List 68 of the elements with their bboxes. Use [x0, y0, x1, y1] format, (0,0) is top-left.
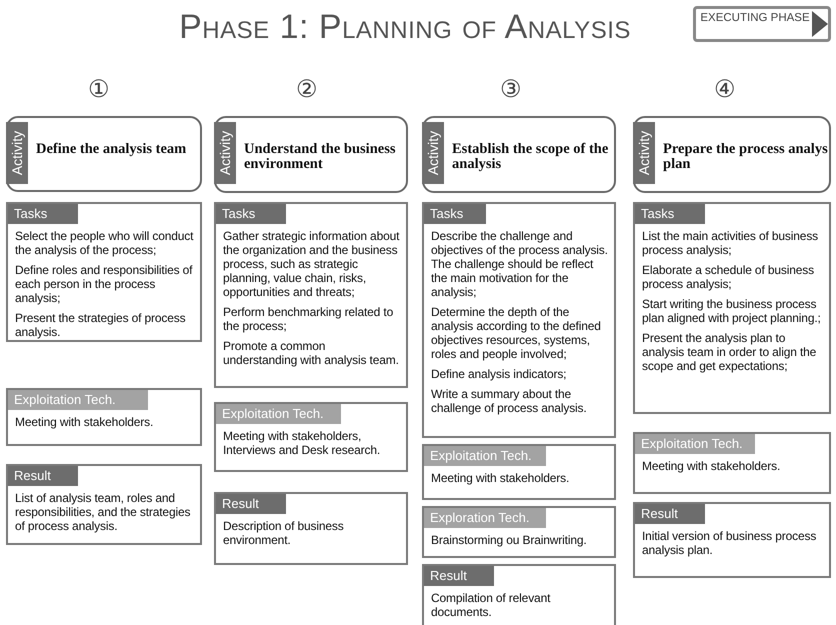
info-card [214, 202, 408, 388]
info-card [633, 502, 831, 578]
step-number: ③ [500, 78, 522, 102]
activity-tab: Activity [214, 122, 236, 184]
activity-title: Define the analysis team [36, 142, 188, 158]
info-card [214, 492, 408, 565]
next-phase-box [693, 6, 831, 42]
info-card [422, 444, 616, 500]
result-text: Meeting with stakeholders. [642, 459, 782, 474]
activity-title: Establish the scope of the analysis [452, 142, 610, 172]
info-card [6, 388, 202, 446]
result-text: Description of business environment. [223, 519, 345, 548]
section-tab: Tasks [635, 204, 705, 224]
task-text: Present the strategies of process analysis. [15, 311, 186, 340]
activity-card [422, 116, 616, 193]
section-tab: Result [635, 504, 705, 524]
result-text: Meeting with stakeholders. [15, 415, 154, 430]
result-text: Meeting with stakeholders. [431, 471, 570, 486]
task-text: Write a summary about the challenge of process analysis. [431, 387, 588, 416]
section-tab: Result [424, 566, 494, 586]
task-text: Start writing the business process plan aligned with project planning.; [642, 297, 822, 326]
phase-label: EXECUTING PHASE [700, 11, 810, 26]
section-tab: Exploration Tech. [424, 508, 546, 528]
info-card [214, 402, 408, 472]
section-tab: Tasks [424, 204, 486, 224]
result-text: Meeting with stakeholders, Interviews and Desk research. [223, 429, 382, 458]
result-text: Initial version of business process analysis plan. [642, 529, 818, 558]
section-tab: Result [8, 466, 78, 486]
task-text: Elaborate a schedule of business process analysis; [642, 263, 815, 292]
step-number: ② [296, 78, 318, 102]
task-text: Describe the challenge and objectives of the process analysis. The challenge should be reflect the main motivation for the analysis; [431, 229, 609, 300]
task-text: Gather strategic information about the organization and the business process, such as strategic planning, value chain, risks, opportunities and threats; [223, 229, 400, 300]
result-text: Brainstorming ou Brainwriting. [431, 533, 588, 548]
task-text: Select the people who will conduct the analysis of the process; [15, 229, 194, 258]
section-tab: Exploitation Tech. [8, 390, 148, 410]
activity-card [214, 116, 408, 193]
info-card [633, 432, 831, 494]
info-card [422, 506, 616, 558]
step-number: ④ [714, 78, 736, 102]
activity-title: Prepare the process analys plan [663, 142, 829, 172]
task-text: Determine the depth of the analysis according to the defined objectives resources, systems, roles and people involved; [431, 305, 602, 362]
section-tab: Exploitation Tech. [635, 434, 755, 454]
section-tab: Tasks [8, 204, 78, 224]
info-card [633, 202, 831, 414]
result-text: List of analysis team, roles and responsibilities, and the strategies of process analysis. [15, 491, 192, 534]
section-tab: Result [216, 494, 286, 514]
info-card [422, 564, 616, 625]
step-number: ① [88, 78, 110, 102]
activity-tab: Activity [633, 122, 655, 184]
activity-tab: Activity [422, 122, 444, 184]
section-tab: Exploitation Tech. [424, 446, 546, 466]
section-tab: Exploitation Tech. [216, 404, 341, 424]
task-text: Define analysis indicators; [431, 367, 568, 382]
task-text: Present the analysis plan to analysis team in order to align the scope and get expectations; [642, 331, 818, 374]
info-card [6, 464, 202, 545]
task-text: Perform benchmarking related to the process; [223, 305, 394, 334]
page-title: Phase 1: Planning of Analysis [178, 8, 632, 47]
result-text: Compilation of relevant documents. [431, 591, 552, 620]
task-text: Define roles and responsibilities of each person in the process analysis; [15, 263, 194, 306]
activity-card [6, 116, 202, 192]
info-card [6, 202, 202, 342]
activity-title: Understand the business environment [244, 142, 396, 172]
activity-card [633, 116, 831, 193]
task-text: Promote a common understanding with analysis team. [223, 339, 400, 368]
info-card [422, 202, 616, 438]
task-text: List the main activities of business process analysis; [642, 229, 820, 258]
section-tab: Tasks [216, 204, 286, 224]
activity-tab: Activity [6, 122, 28, 184]
